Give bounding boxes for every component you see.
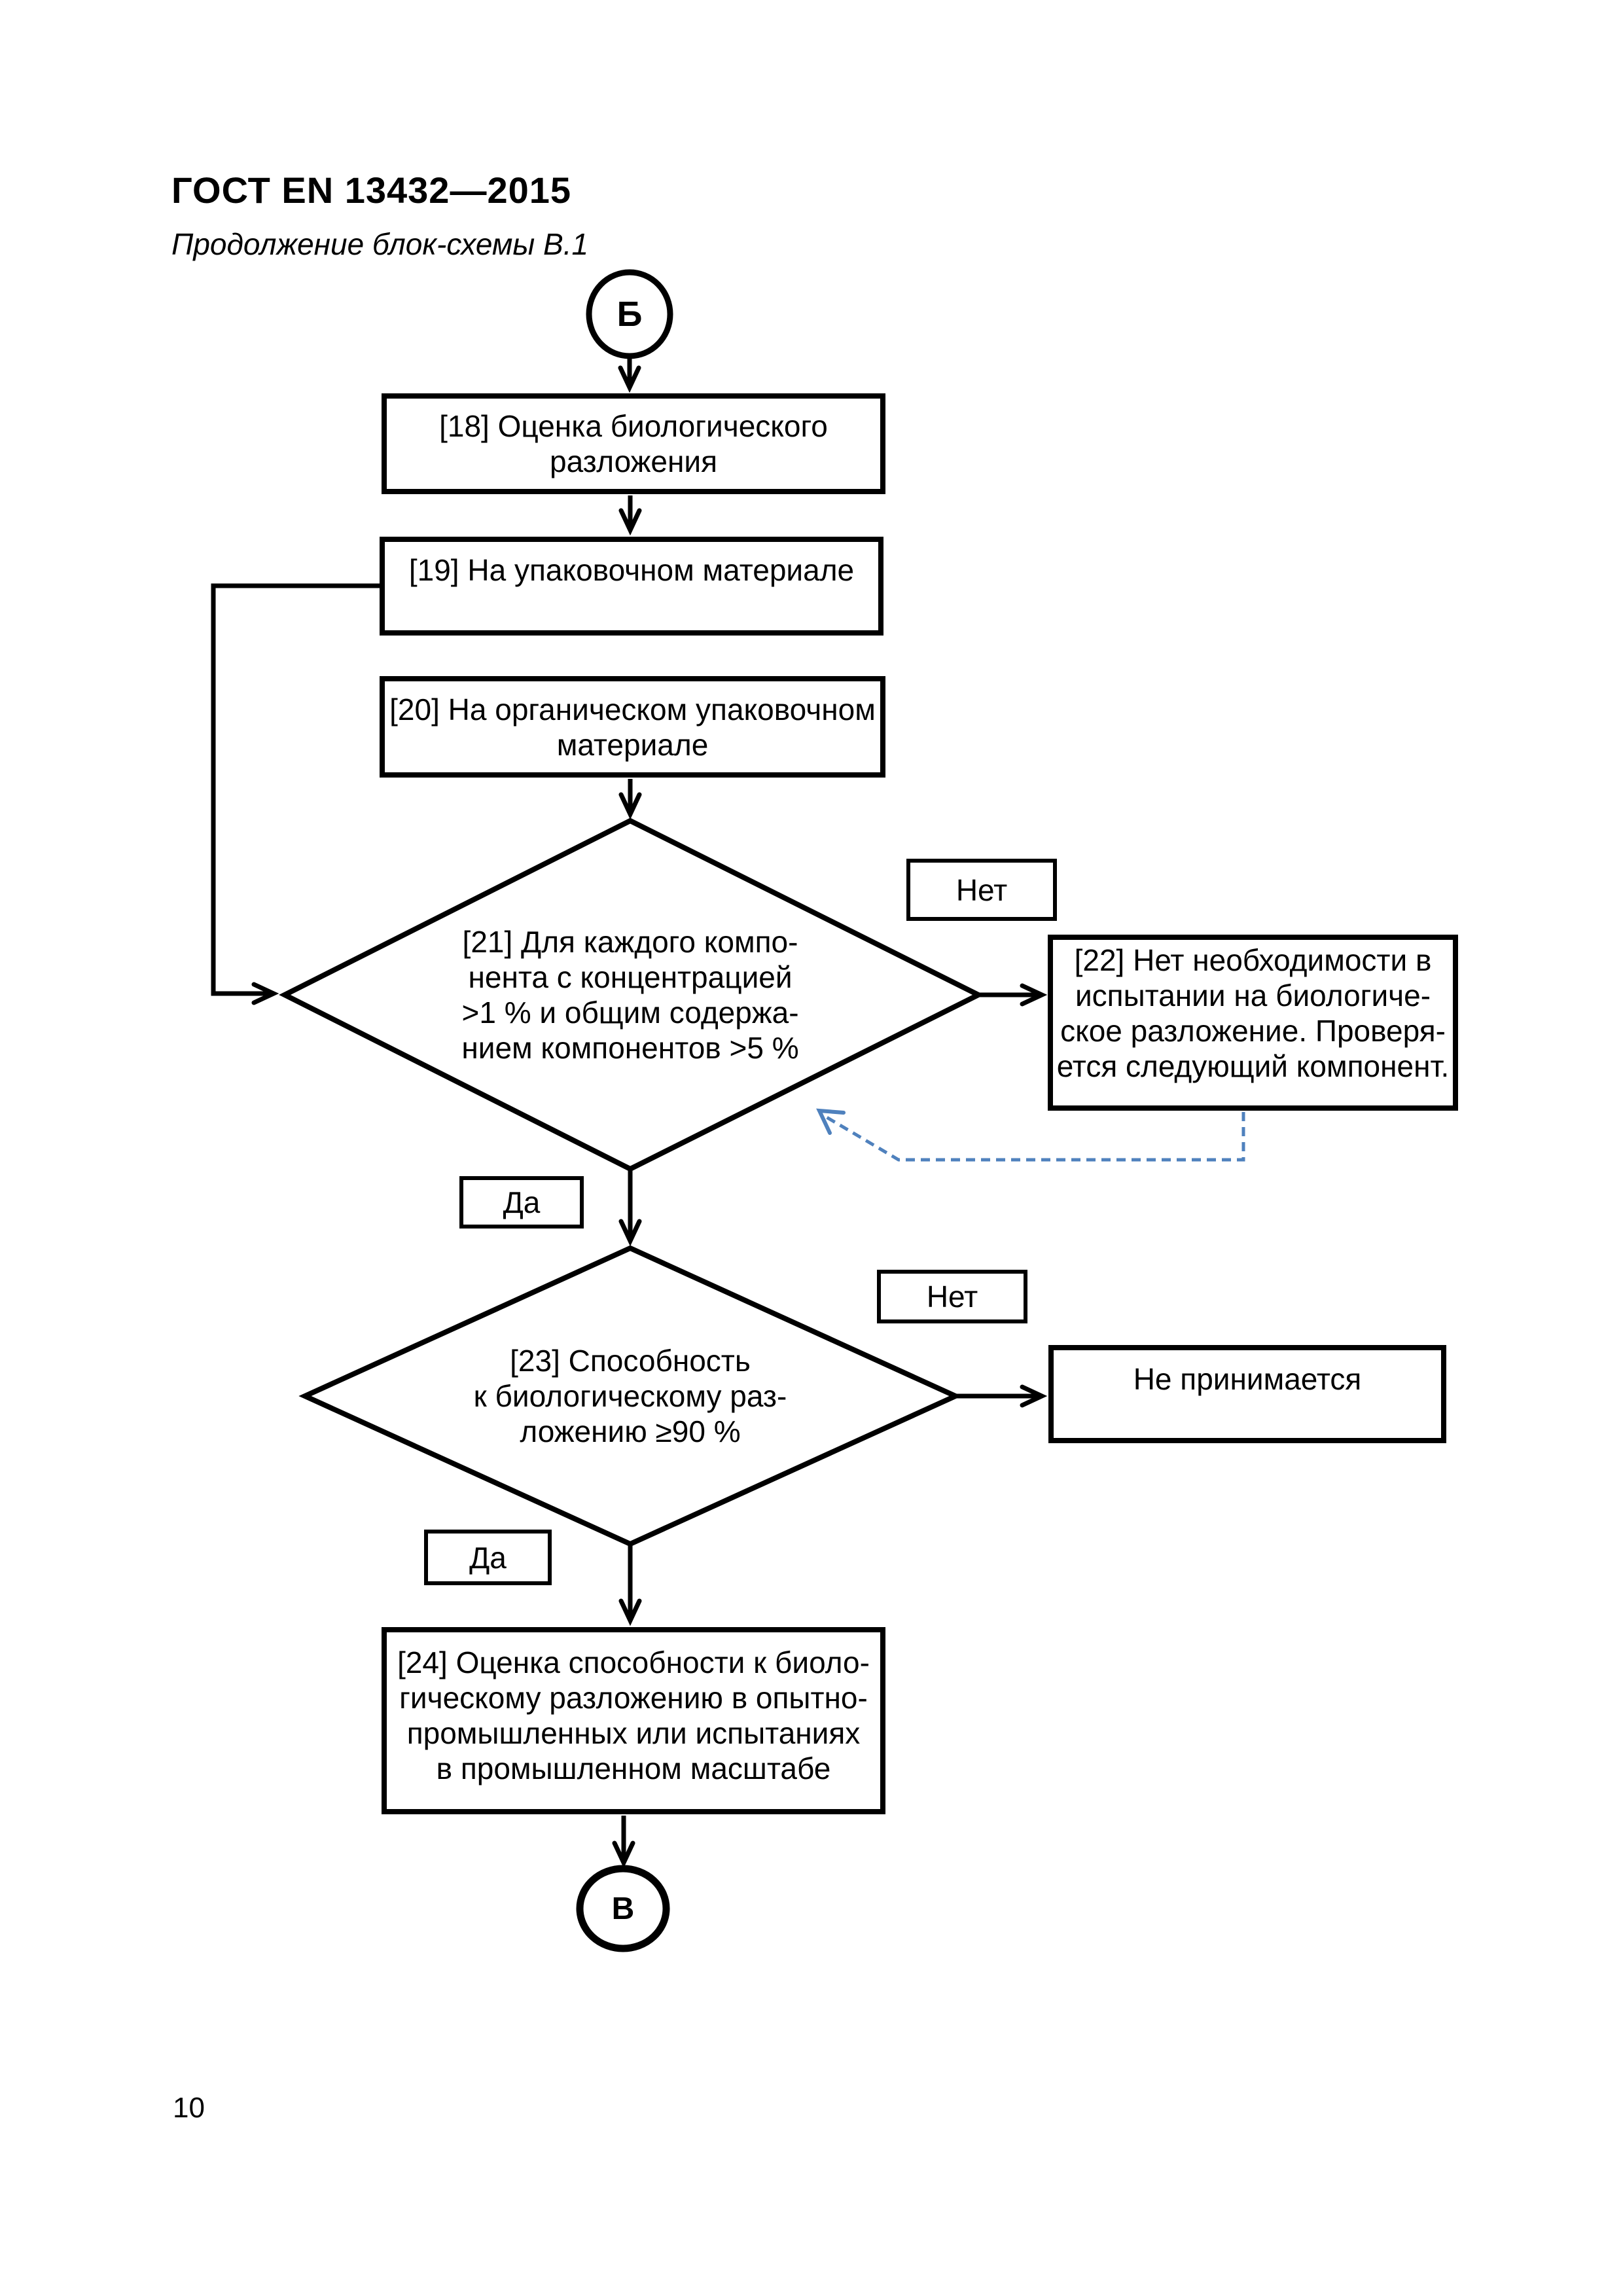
- connector-19-to-21: [211, 583, 380, 1005]
- decision-21-line: нента с концентрацией: [468, 960, 793, 994]
- process-box-24-line: гическому разложению в опытно-: [399, 1681, 868, 1715]
- connector-b-circle: [586, 269, 673, 359]
- process-box-22-line: ское разложение. Проверя-: [1060, 1014, 1446, 1048]
- decision-21-text: [21] Для каждого компо- нента с концентр…: [416, 924, 845, 1066]
- process-box-22-line: [22] Нет необходимости в: [1074, 943, 1432, 977]
- flowchart-subtitle: Продолжение блок-схемы В.1: [171, 227, 589, 261]
- process-box-19: [19] На упаковочном материале: [380, 537, 883, 636]
- decision-23-diamond: [298, 1245, 962, 1547]
- decision-21-line: >1 % и общим содержа-: [461, 996, 799, 1030]
- reject-box: Не принимается: [1048, 1345, 1446, 1443]
- process-box-22: [22] Нет необходимости в испытании на би…: [1048, 935, 1458, 1111]
- decision-21-diamond: [279, 817, 984, 1172]
- connector-v-circle: [576, 1865, 670, 1952]
- process-box-18-line: разложения: [549, 444, 717, 478]
- label-box-no-1: Нет: [906, 859, 1057, 921]
- dashed-return-connector: [822, 1112, 1245, 1162]
- decision-21-line: [21] Для каждого компо-: [462, 925, 798, 959]
- label-box-yes-1: Да: [459, 1176, 584, 1229]
- label-box-yes-2: Да: [424, 1530, 552, 1585]
- decision-23-line: [23] Способность: [510, 1344, 751, 1378]
- process-box-24-line: промышленных или испытаниях: [406, 1716, 861, 1750]
- process-box-18-line: [18] Оценка биологического: [439, 409, 828, 443]
- process-box-19-line: [19] На упаковочном материале: [408, 553, 855, 587]
- process-box-22-line: испытании на биологиче-: [1075, 978, 1431, 1013]
- page-number: 10: [173, 2092, 205, 2124]
- reject-box-line: Не принимается: [1133, 1362, 1362, 1396]
- process-box-20-line: [20] На органическом упаковочном: [389, 692, 876, 726]
- process-box-20: [20] На органическом упаковочном материа…: [380, 676, 885, 778]
- decision-23-text: [23] Способность к биологическому раз- л…: [416, 1343, 845, 1449]
- process-box-24-line: [24] Оценка способности к биоло-: [397, 1645, 870, 1679]
- process-box-18: [18] Оценка биологического разложения: [382, 393, 885, 494]
- process-box-24: [24] Оценка способности к биоло- гическо…: [382, 1627, 885, 1814]
- decision-23-line: ложению ≥90 %: [520, 1414, 741, 1448]
- process-box-24-line: в промышленном масштабе: [436, 1751, 831, 1785]
- label-box-no-2: Нет: [877, 1270, 1027, 1323]
- process-box-20-line: материале: [556, 727, 709, 762]
- process-box-22-line: ется следующий компонент.: [1056, 1049, 1450, 1083]
- decision-21-line: нием компонентов >5 %: [461, 1031, 799, 1065]
- connector-v-label: В: [611, 1891, 635, 1926]
- dashed-return-arrowhead-icon: [816, 1108, 846, 1135]
- connector-b-label: Б: [616, 295, 643, 334]
- decision-23-line: к биологическому раз-: [473, 1379, 787, 1413]
- page-title: ГОСТ EN 13432—2015: [171, 170, 572, 211]
